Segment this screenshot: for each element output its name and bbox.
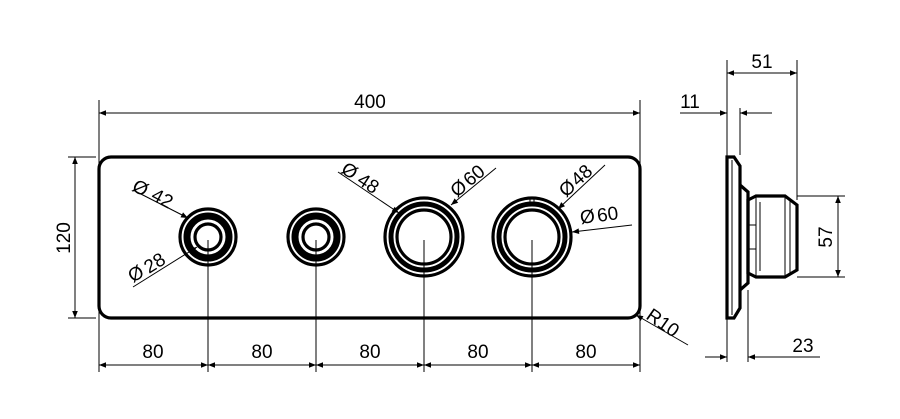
plate-thickness-label: 11 <box>680 92 700 113</box>
side-plate <box>725 155 742 320</box>
corner-radius-label: R10 <box>642 305 683 342</box>
dim-spacing: 80 80 80 80 80 <box>99 342 640 368</box>
spacing-label-1: 80 <box>142 342 163 363</box>
dim-plate-thickness: 11 <box>680 92 772 116</box>
knob4-outer-symbol: Ø <box>579 206 597 229</box>
dim-corner-radius: R10 <box>635 305 689 346</box>
dim-overall-height: 120 <box>54 157 78 318</box>
side-extension-lines <box>726 60 845 362</box>
extension-lines <box>68 100 641 372</box>
spacing-label-2: 80 <box>251 342 272 363</box>
total-depth-label: 51 <box>751 52 772 73</box>
side-knob <box>746 194 799 279</box>
dim-knob-height: 57 <box>816 196 841 277</box>
spacing-label-4: 80 <box>467 342 488 363</box>
spacing-label-5: 80 <box>575 342 596 363</box>
dim-total-depth: 51 <box>727 52 797 76</box>
front-view: 400 120 80 80 80 80 80 R10 Ø <box>54 92 689 372</box>
dim-overall-width: 400 <box>99 92 640 116</box>
knob1-inner-label: 28 <box>141 249 170 278</box>
center-lines <box>207 240 533 372</box>
overall-width-label: 400 <box>354 92 386 113</box>
knob3-inner-label: 48 <box>353 170 382 199</box>
knob1-outer-label: 42 <box>148 185 177 213</box>
spacing-label-3: 80 <box>359 342 380 363</box>
knob-projection-label: 23 <box>792 336 813 357</box>
side-view: 51 11 57 23 <box>680 52 845 362</box>
knob4-outer-label: 60 <box>596 203 620 227</box>
overall-height-label: 120 <box>54 222 75 254</box>
dim-knob-projection: 23 <box>705 336 820 360</box>
knob-height-label: 57 <box>816 226 837 247</box>
